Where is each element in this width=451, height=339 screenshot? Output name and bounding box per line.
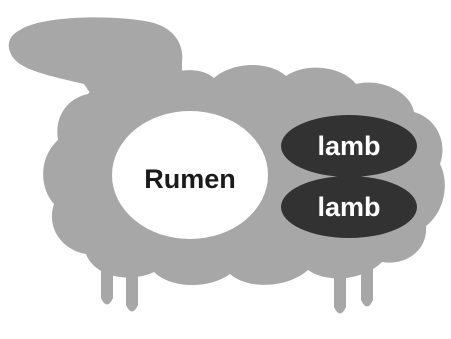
sheep-leg-1 [101, 232, 113, 305]
rumen-label: Rumen [144, 164, 236, 194]
sheep-leg-4 [361, 256, 373, 307]
sheep-leg-3 [334, 262, 346, 314]
lamb-label-top: lamb [317, 131, 380, 161]
sheep-leg-2 [126, 238, 138, 312]
lamb-label-bottom: lamb [317, 192, 380, 222]
